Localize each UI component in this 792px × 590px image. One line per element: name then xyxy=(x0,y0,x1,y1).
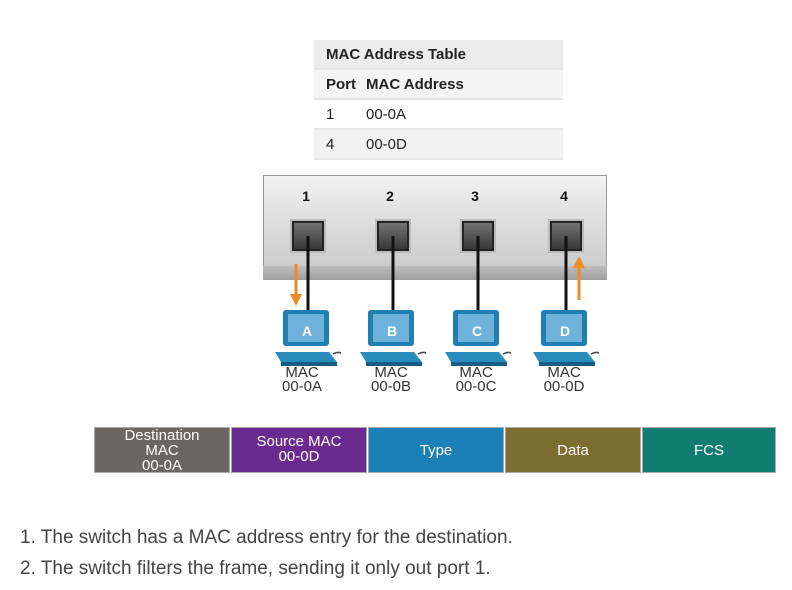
mac-table-header-mac: MAC Address xyxy=(364,69,563,100)
port-label-1: 1 xyxy=(302,188,310,204)
step-item: 1. The switch has a MAC address entry fo… xyxy=(20,527,513,548)
frame-field-line: MAC xyxy=(145,441,179,459)
frame-field-fcs: FCS xyxy=(642,427,776,473)
frame-field-line: Data xyxy=(557,441,589,459)
computer-icon xyxy=(360,310,429,366)
mac-address-table: MAC Address Table Port MAC Address 1 00-… xyxy=(314,40,563,160)
computer-a: A xyxy=(271,306,344,368)
mac-table-row: 4 00-0D xyxy=(314,129,563,160)
frame-field-line: FCS xyxy=(694,441,724,459)
computer-letter: C xyxy=(471,323,483,339)
computer-icon xyxy=(275,310,344,366)
computer-icon xyxy=(533,310,602,366)
port-label-3: 3 xyxy=(471,188,479,204)
mac-table-header-port: Port xyxy=(314,69,364,100)
computer-d-mac: MAC 00-0D xyxy=(529,364,599,395)
mac-table-cell-mac: 00-0A xyxy=(364,99,563,130)
computer-b: B xyxy=(356,306,429,368)
mac-value: 00-0B xyxy=(370,378,412,395)
computer-d: D xyxy=(529,306,602,368)
mac-table-cell-port: 4 xyxy=(314,129,364,160)
frame-field-line: 00-0D xyxy=(278,448,320,465)
mac-value: 00-0A xyxy=(281,378,323,395)
frame-field-source-mac: Source MAC 00-0D xyxy=(231,427,367,473)
computer-a-mac: MAC 00-0A xyxy=(267,364,337,395)
frame-field-line: 00-0A xyxy=(141,456,183,474)
frame-field-destination-mac: Destination MAC 00-0A xyxy=(94,427,230,473)
port-label-2: 2 xyxy=(386,188,394,204)
computer-b-mac: MAC 00-0B xyxy=(356,364,426,395)
frame-field-line: Destination xyxy=(124,426,200,444)
frame-field-data: Data xyxy=(505,427,641,473)
computer-letter: D xyxy=(559,323,571,339)
switch-base xyxy=(263,266,607,280)
mac-label: MAC xyxy=(459,364,493,381)
mac-label: MAC xyxy=(285,364,319,381)
step-item: 2. The switch filters the frame, sending… xyxy=(20,558,491,579)
mac-table-cell-port: 1 xyxy=(314,99,364,130)
computer-letter: B xyxy=(386,323,398,339)
steps-list: 1. The switch has a MAC address entry fo… xyxy=(20,522,513,584)
arrow-down-icon xyxy=(290,264,302,306)
mac-table-row: 1 00-0A xyxy=(314,99,563,130)
computer-c-mac: MAC 00-0C xyxy=(441,364,511,395)
mac-value: 00-0C xyxy=(455,378,497,395)
computer-letter: A xyxy=(301,323,313,339)
mac-label: MAC xyxy=(374,364,408,381)
arrow-up-icon xyxy=(573,256,585,300)
frame-field-line: Source MAC xyxy=(256,433,342,450)
frame-field-line: Type xyxy=(419,441,453,459)
port-label-4: 4 xyxy=(560,188,568,204)
mac-table-title: MAC Address Table xyxy=(314,40,563,70)
mac-value: 00-0D xyxy=(543,378,585,395)
mac-table-cell-mac: 00-0D xyxy=(364,129,563,160)
computer-c: C xyxy=(441,306,514,368)
frame-field-type: Type xyxy=(368,427,504,473)
mac-label: MAC xyxy=(547,364,581,381)
computer-icon xyxy=(445,310,514,366)
